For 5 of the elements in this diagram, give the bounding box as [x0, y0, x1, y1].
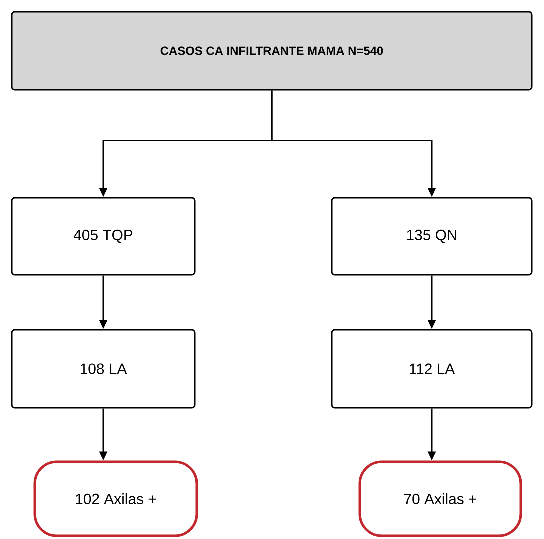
process-box: 135 QN: [331, 197, 533, 276]
process-box: 108 LA: [11, 329, 196, 409]
process-box: 405 TQP: [11, 197, 196, 276]
process-box: 112 LA: [331, 329, 533, 409]
head-box: CASOS CA INFILTRANTE MAMA N=540: [11, 11, 533, 91]
